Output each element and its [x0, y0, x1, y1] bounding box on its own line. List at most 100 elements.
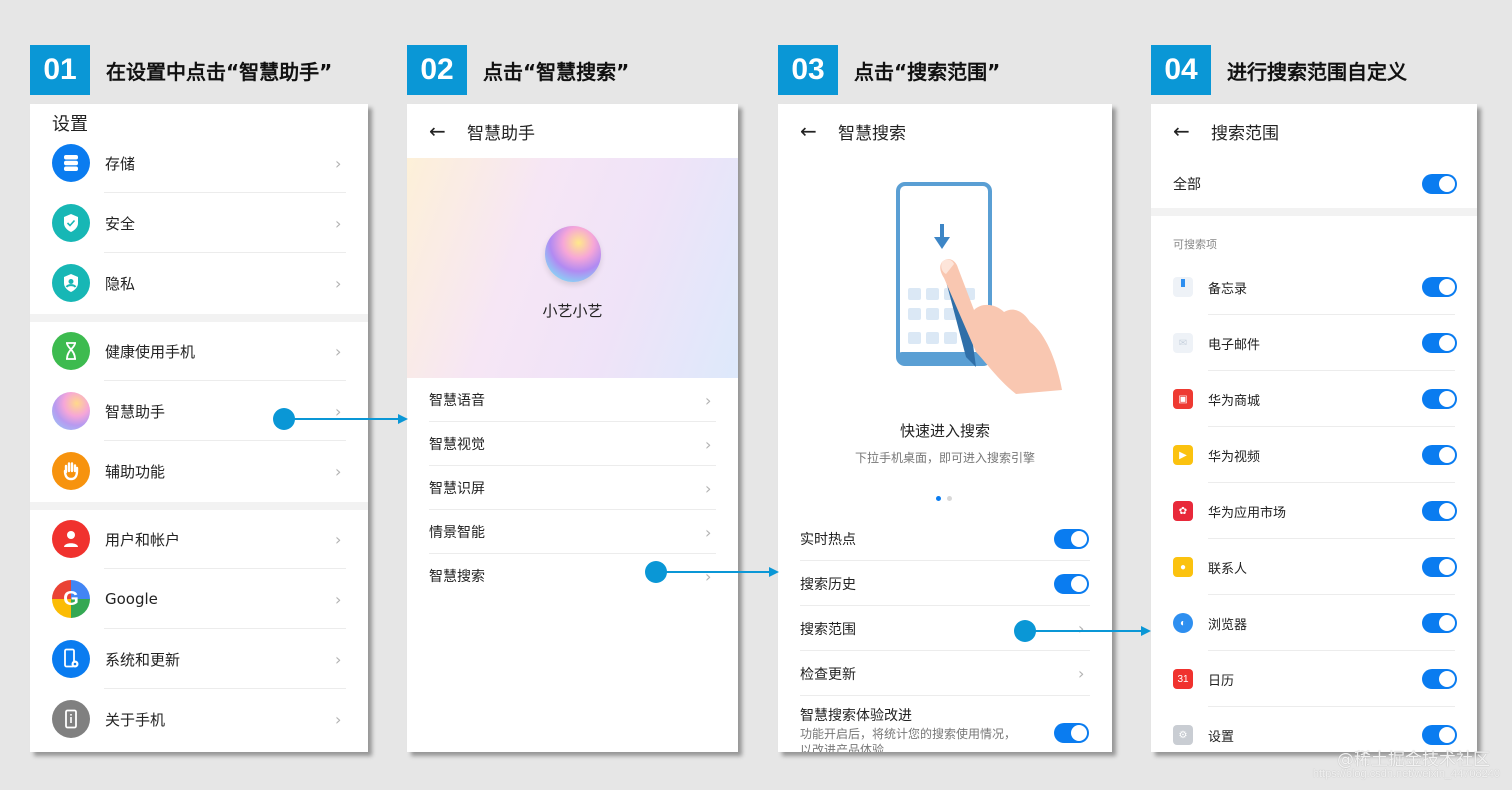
section-gap: [30, 502, 368, 510]
settings-item-google[interactable]: G Google ›: [30, 569, 368, 629]
back-arrow-icon[interactable]: ←: [1173, 119, 1190, 143]
page-title: 搜索范围: [1211, 123, 1279, 144]
app-label: 华为应用市场: [1208, 505, 1287, 521]
search-history-toggle[interactable]: [1054, 573, 1089, 594]
search-history-row: 搜索历史: [778, 561, 1112, 606]
hourglass-icon: [52, 332, 90, 370]
assistant-orb-icon: [545, 226, 601, 282]
browser-toggle[interactable]: [1422, 613, 1457, 633]
realtime-hotspot-toggle[interactable]: [1054, 528, 1089, 549]
settings-item-label: 安全: [105, 214, 136, 233]
shield-check-icon: [52, 204, 90, 242]
assistant-item-search[interactable]: 智慧搜索 ›: [407, 554, 738, 598]
settings-item-privacy[interactable]: 隐私 ›: [30, 253, 368, 313]
app-row-vmall: ▣ 华为商城: [1151, 371, 1477, 427]
chevron-right-icon: ›: [335, 401, 342, 421]
top-bar: ← 智慧搜索: [778, 104, 1112, 158]
settings-item-assistant[interactable]: 智慧助手 ›: [30, 381, 368, 441]
assistant-item-scene[interactable]: 情景智能 ›: [407, 510, 738, 554]
connector-line: [290, 418, 400, 420]
calendar-icon: 31: [1173, 669, 1193, 689]
assistant-orb-icon: [52, 392, 90, 430]
section-gap: [1151, 208, 1477, 216]
vmall-toggle[interactable]: [1422, 389, 1457, 409]
video-toggle[interactable]: [1422, 445, 1457, 465]
vmall-icon: ▣: [1173, 389, 1193, 409]
feature-headline: 快速进入搜索: [899, 422, 990, 440]
chevron-right-icon: ›: [335, 589, 342, 609]
step-number: 02: [407, 45, 467, 95]
settings-item-accessibility[interactable]: 辅助功能 ›: [30, 441, 368, 501]
divider: [1208, 594, 1455, 595]
settings-toggle[interactable]: [1422, 725, 1457, 745]
email-toggle[interactable]: [1422, 333, 1457, 353]
app-row-contacts: ● 联系人: [1151, 539, 1477, 595]
page-indicator: [936, 496, 952, 501]
settings-item-storage[interactable]: 存储 ›: [30, 133, 368, 193]
settings-item-label: 存储: [105, 154, 136, 173]
chevron-right-icon: ›: [1078, 664, 1085, 683]
row-label: 全部: [1173, 177, 1201, 193]
app-label: 备忘录: [1208, 281, 1248, 297]
calendar-toggle[interactable]: [1422, 669, 1457, 689]
assistant-item-voice[interactable]: 智慧语音 ›: [407, 378, 738, 422]
assistant-item-vision[interactable]: 智慧视觉 ›: [407, 422, 738, 466]
chevron-right-icon: ›: [705, 390, 712, 410]
chevron-right-icon: ›: [335, 273, 342, 293]
assistant-item-screen[interactable]: 智慧识屏 ›: [407, 466, 738, 510]
app-label: 设置: [1208, 729, 1235, 745]
settings-item-about-phone[interactable]: 关于手机 ›: [30, 689, 368, 749]
mail-icon: ✉: [1173, 333, 1193, 353]
user-icon: [52, 520, 90, 558]
appgallery-toggle[interactable]: [1422, 501, 1457, 521]
app-row-settings: ⚙ 设置: [1151, 707, 1477, 752]
list-item-label: 情景智能: [429, 525, 485, 541]
row-label: 智慧搜索体验改进: [800, 708, 912, 724]
divider: [1208, 370, 1455, 371]
divider: [104, 440, 346, 441]
smart-search-screen: ← 智慧搜索 快速进入搜索 下拉手机桌面，即可进入搜索引擎 实时热点 搜索历史 …: [778, 104, 1112, 752]
connector-dot: [1014, 620, 1036, 642]
divider: [1208, 650, 1455, 651]
arrow-right-icon: [1141, 626, 1151, 636]
chevron-right-icon: ›: [335, 341, 342, 361]
divider: [800, 695, 1090, 696]
search-scope-row[interactable]: 搜索范围 ›: [778, 606, 1112, 651]
experience-improvement-row: 智慧搜索体验改进 功能开启后，将统计您的搜索使用情况，以改进产品体验: [778, 696, 1112, 752]
assistant-banner: 小艺小艺: [407, 158, 738, 378]
chevron-right-icon: ›: [1078, 619, 1085, 638]
divider: [800, 560, 1090, 561]
all-toggle[interactable]: [1422, 174, 1457, 194]
check-update-row[interactable]: 检查更新 ›: [778, 651, 1112, 696]
chevron-right-icon: ›: [335, 153, 342, 173]
settings-item-users[interactable]: 用户和帐户 ›: [30, 509, 368, 569]
storage-icon: [52, 144, 90, 182]
chevron-right-icon: ›: [335, 529, 342, 549]
divider: [429, 553, 716, 554]
step-4-header: 04 进行搜索范围自定义: [1151, 45, 1407, 95]
settings-item-security[interactable]: 安全 ›: [30, 193, 368, 253]
back-arrow-icon[interactable]: ←: [429, 119, 446, 143]
settings-item-label: 辅助功能: [105, 462, 166, 481]
settings-item-label: 隐私: [105, 274, 136, 293]
page-title: 智慧助手: [467, 123, 535, 144]
hand-icon: [52, 452, 90, 490]
google-icon: G: [52, 580, 90, 618]
settings-item-label: 系统和更新: [105, 650, 181, 669]
settings-item-label: 关于手机: [105, 710, 166, 729]
app-row-browser: ◐ 浏览器: [1151, 595, 1477, 651]
privacy-icon: [52, 264, 90, 302]
experience-improvement-toggle[interactable]: [1054, 723, 1089, 743]
notepad-toggle[interactable]: [1422, 277, 1457, 297]
all-row: 全部: [1151, 162, 1477, 206]
settings-item-system[interactable]: 系统和更新 ›: [30, 629, 368, 689]
settings-item-digital-balance[interactable]: 健康使用手机 ›: [30, 321, 368, 381]
search-scope-screen: ← 搜索范围 全部 可搜索项 备忘录 ✉ 电子邮件 ▣ 华为商城 ▶ 华为视频 …: [1151, 104, 1477, 752]
app-row-appgallery: ✿ 华为应用市场: [1151, 483, 1477, 539]
appgallery-icon: ✿: [1173, 501, 1193, 521]
chevron-right-icon: ›: [335, 709, 342, 729]
list-item-label: 智慧语音: [429, 393, 485, 409]
back-arrow-icon[interactable]: ←: [800, 119, 817, 143]
watermark: @稀土掘金技术社区: [1337, 750, 1490, 770]
contacts-toggle[interactable]: [1422, 557, 1457, 577]
